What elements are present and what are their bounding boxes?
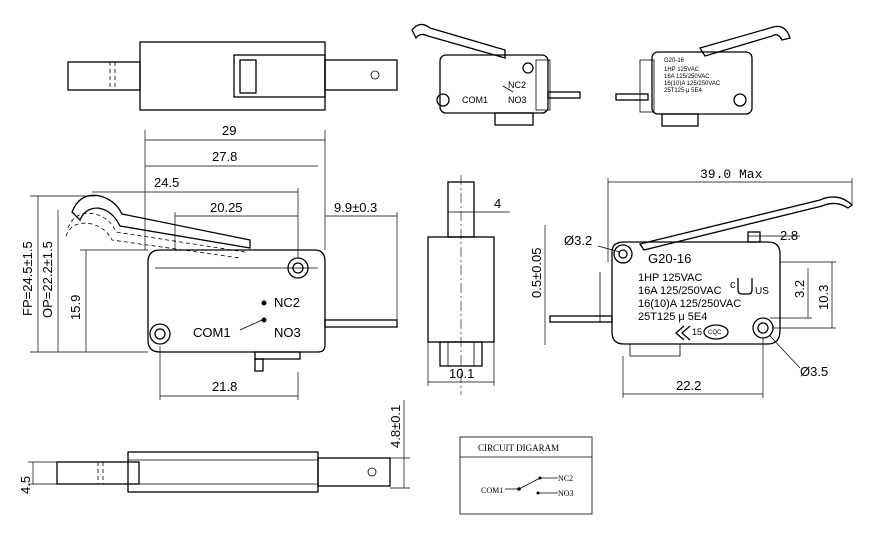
ce-mark-icon: 15 <box>675 325 702 341</box>
dim-0-5: 0.5±0.05 <box>529 247 544 298</box>
circuit-diagram: CIRCUIT DIGARAM COM1 NC2 NO3 <box>459 436 593 515</box>
photo-right-switch: G20-16 1HP 125VAC 16A 125/250VAC 16(10)A… <box>615 25 791 127</box>
end-view: 4 10.1 <box>427 175 510 395</box>
dim-dia-3-2: Ø3.2 <box>564 233 592 248</box>
dim-15-9: 15.9 <box>68 295 83 320</box>
dim-dia-3-5: Ø3.5 <box>800 364 828 379</box>
dim-27-8: 27.8 <box>212 149 237 164</box>
circuit-no: NO3 <box>558 489 574 498</box>
dim-4: 4 <box>494 196 501 211</box>
photo-right-model: G20-16 <box>664 58 685 64</box>
front-line2: 16A 125/250VAC <box>638 285 722 297</box>
dim-4-8: 4.8±0.1 <box>388 405 403 448</box>
dim-2-8: 2.8 <box>780 228 798 243</box>
front-model: G20-16 <box>648 251 691 266</box>
photo-right-line2: 16A 125/250VAC <box>664 74 710 80</box>
dim-21-8: 21.8 <box>212 379 237 394</box>
dim-29: 29 <box>222 123 236 138</box>
dim-10-3: 10.3 <box>816 285 831 310</box>
side-com-label: COM1 <box>193 325 231 340</box>
cqc-mark-icon: CQC <box>703 324 729 340</box>
side-nc-label: NC2 <box>274 295 300 310</box>
photo-right-line1: 1HP 125VAC <box>664 67 700 73</box>
dim-3-2: 3.2 <box>792 280 807 298</box>
photo-left-switch: NC2 COM1 NO3 <box>411 23 581 126</box>
bottom-view: 4.5 4.8±0.1 <box>18 400 410 494</box>
dim-op: OP=22.2±1.5 <box>40 241 55 318</box>
ul-c: c <box>730 279 736 291</box>
dim-10-1: 10.1 <box>449 366 474 381</box>
side-no-label: NO3 <box>274 325 301 340</box>
side-view: NC2 COM1 NO3 29 27.8 24.5 20.25 9.9±0.3 … <box>20 123 398 400</box>
top-view <box>67 41 398 111</box>
photo-right-line4: 25T125 μ 5E4 <box>664 88 702 94</box>
circuit-nc: NC2 <box>558 474 573 483</box>
ul-mark-icon: c US <box>730 278 769 297</box>
circuit-com: COM1 <box>481 486 503 495</box>
dim-fp: FP=24.5±1.5 <box>20 241 35 316</box>
dim-20-25: 20.25 <box>210 200 243 215</box>
photo-left-com: COM1 <box>462 95 488 105</box>
front-view: G20-16 1HP 125VAC 16A 125/250VAC 16(10)A… <box>529 167 854 398</box>
ce-number: 15 <box>692 327 702 337</box>
dim-9-9: 9.9±0.3 <box>334 200 377 215</box>
photo-left-nc: NC2 <box>508 80 526 90</box>
front-line4: 25T125 μ 5E4 <box>638 311 707 323</box>
circuit-title: CIRCUIT DIGARAM <box>478 443 559 453</box>
dim-39-max: 39.0 Max <box>700 167 763 182</box>
dim-24-5: 24.5 <box>154 175 179 190</box>
front-line1: 1HP 125VAC <box>638 272 702 284</box>
dim-4-5: 4.5 <box>18 476 33 494</box>
cqc-text: CQC <box>708 330 722 336</box>
dim-22-2: 22.2 <box>676 378 701 393</box>
photo-left-no: NO3 <box>508 95 527 105</box>
front-line3: 16(10)A 125/250VAC <box>638 298 741 310</box>
ul-us: US <box>755 286 769 297</box>
photo-right-line3: 16(10)A 125/250VAC <box>664 81 721 87</box>
